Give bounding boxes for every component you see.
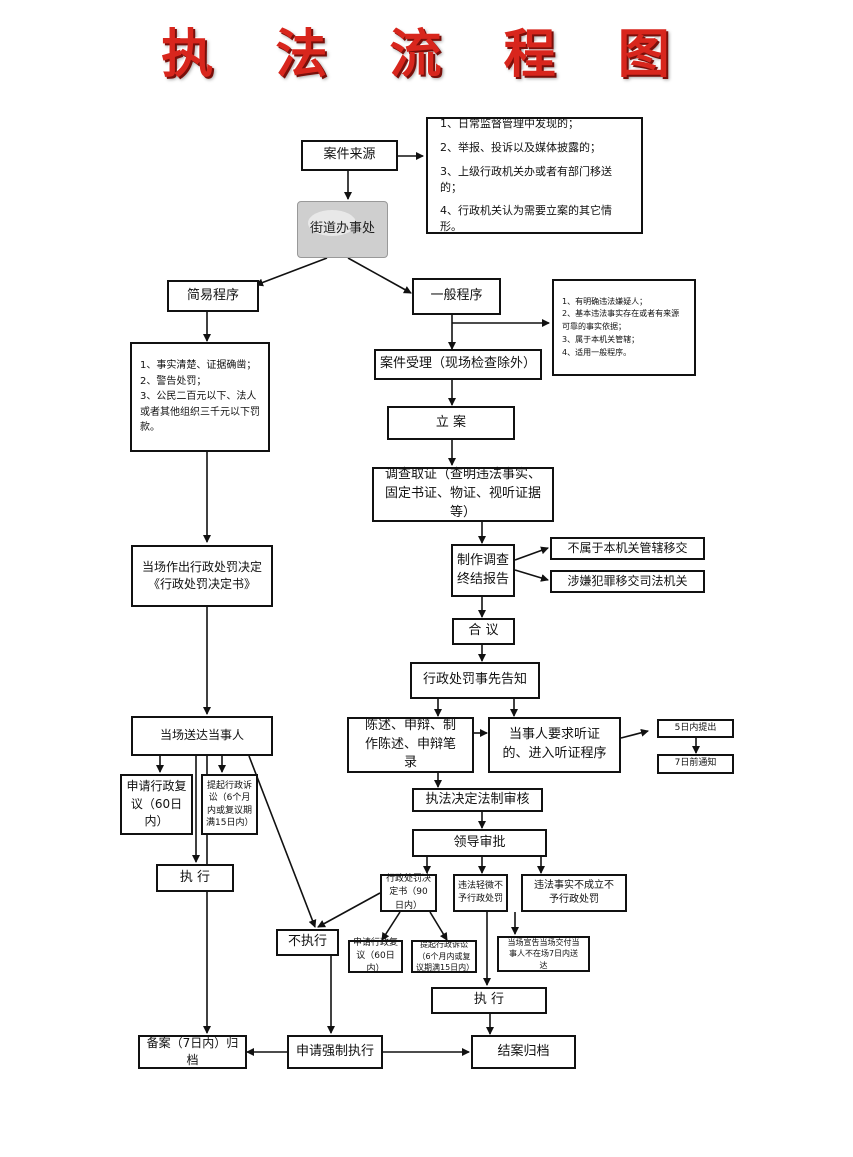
close-archive-box: 结案归档	[471, 1035, 576, 1069]
decision-book-box: 行政处罚决定书（90日内）	[380, 874, 437, 912]
leader-approval-box: 领导审批	[412, 829, 547, 857]
minor-violation-box: 违法轻微不予行政处罚	[453, 874, 508, 912]
not-execute-box: 不执行	[276, 929, 339, 956]
onsite-deliver-box: 当场送达当事人	[131, 716, 273, 756]
arrow-book-review	[381, 911, 401, 941]
not-established-box: 违法事实不成立不予行政处罚	[521, 874, 627, 912]
simple-procedure-box: 简易程序	[167, 280, 259, 312]
mid-execute-box: 执 行	[431, 987, 547, 1014]
discuss-box: 合 议	[452, 618, 515, 645]
page-title: 执 法 流 程 图	[161, 25, 692, 85]
file-case-box: 立 案	[387, 406, 515, 440]
report-box: 制作调查终结报告	[451, 544, 515, 597]
announce-deliver-box: 当场宣告当场交付当事人不在场7日内送达	[497, 936, 590, 972]
source-item-4: 4、行政机关认为需要立案的其它情形。	[440, 204, 612, 234]
simple-item-3: 3、公民二百元以下、法人或者其他组织三千元以下罚款。	[140, 391, 260, 434]
case-source-box: 案件来源	[301, 140, 398, 171]
arrow-office-simple	[255, 257, 328, 287]
hearing-box: 当事人要求听证的、进入听证程序	[488, 717, 621, 773]
left-review-box: 申请行政复议（60日内）	[120, 774, 193, 835]
source-item-3: 3、上级行政机关办或者有部门移送的；	[440, 164, 612, 194]
mid-lawsuit-box: 提起行政诉讼（6个月内或复议期满15日内）	[411, 940, 477, 973]
general-procedure-box: 一般程序	[412, 278, 501, 315]
simple-item-1: 1、事实清楚、证据确凿；	[140, 360, 257, 372]
prior-notice-box: 行政处罚事先告知	[410, 662, 540, 699]
hearing-7days-box: 7日前通知	[657, 754, 734, 774]
arrow-book-lawsuit	[429, 911, 448, 941]
general-item-4: 4、适用一般程序。	[562, 347, 632, 357]
onsite-decision-box: 当场作出行政处罚决定《行政处罚决定书》	[131, 545, 273, 607]
arrow-office-general	[347, 257, 412, 294]
arrow-book-notexecute	[317, 892, 381, 928]
case-source-list: 1、日常监督管理中发现的； 2、举报、投诉以及媒体披露的； 3、上级行政机关办或…	[426, 117, 643, 234]
simple-conditions-list: 1、事实清楚、证据确凿； 2、警告处罚； 3、公民二百元以下、法人或者其他组织三…	[130, 342, 270, 452]
general-conditions-list: 1、有明确违法嫌疑人； 2、基本违法事实存在或者有来源可靠的事实依据； 3、属于…	[552, 279, 696, 376]
arrow-report-transfer1	[514, 546, 549, 561]
statement-box: 陈述、申辩、制作陈述、申辩笔录	[347, 717, 474, 773]
street-office-label: 街道办事处	[309, 221, 375, 237]
mid-review-box: 申请行政复议（60日内）	[348, 938, 403, 974]
transfer-judicial-box: 涉嫌犯罪移交司法机关	[550, 570, 705, 593]
arrow-report-transfer2	[514, 569, 549, 582]
general-item-1: 1、有明确违法嫌疑人；	[562, 296, 648, 306]
transfer-jurisdiction-box: 不属于本机关管辖移交	[550, 537, 705, 560]
arrow-deliver-notexecute	[248, 755, 317, 928]
arrow-hearing-days	[620, 728, 649, 739]
simple-item-2: 2、警告处罚；	[140, 375, 207, 387]
general-item-2: 2、基本违法事实存在或者有来源可靠的事实依据；	[562, 309, 680, 332]
force-execute-box: 申请强制执行	[287, 1035, 383, 1069]
general-item-3: 3、属于本机关管辖；	[562, 334, 640, 344]
source-item-2: 2、举报、投诉以及媒体披露的；	[440, 140, 601, 154]
legal-review-box: 执法决定法制审核	[412, 788, 543, 812]
archive-left-box: 备案（7日内）归档	[138, 1035, 247, 1069]
left-lawsuit-box: 提起行政诉讼（6个月内或复议期满15日内）	[201, 774, 258, 835]
left-execute-box: 执 行	[156, 864, 234, 892]
hearing-5days-box: 5日内提出	[657, 719, 734, 738]
case-accept-box: 案件受理（现场检查除外）	[374, 349, 542, 380]
street-office-box: 街道办事处	[297, 201, 388, 258]
investigate-box: 调查取证（查明违法事实、固定书证、物证、视听证据等）	[372, 467, 554, 522]
source-item-1: 1、日常监督管理中发现的；	[440, 116, 579, 130]
